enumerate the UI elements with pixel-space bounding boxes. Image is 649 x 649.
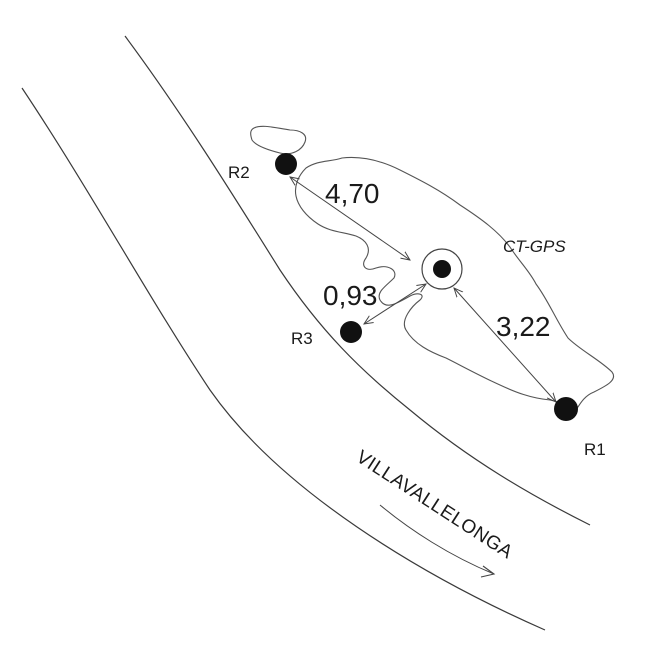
r3-label: R3 [291,329,313,348]
r2-label: R2 [228,163,250,182]
road-edge-right [124,35,591,526]
distance-label-r2: 4,70 [325,178,380,209]
r1-label: R1 [584,440,606,459]
distance-arrow-r2 [290,177,410,260]
distance-label-r1: 3,22 [496,311,551,342]
ct-gps-marker [433,260,451,278]
distance-arrow-r1 [454,288,556,402]
ct-gps-ring [421,248,463,290]
r1-marker [554,397,578,421]
road-edge-left [21,87,546,631]
road-label: VILLAVALLELONGA [352,447,516,564]
distance-arrow-r3 [364,284,426,324]
road-direction-arrow [379,504,495,575]
road-direction-arrowhead [480,565,496,578]
r3-marker [340,321,362,343]
distance-label-r3: 0,93 [323,280,378,311]
small-area-outline [250,125,307,155]
ct-gps-label: CT-GPS [503,237,566,256]
r2-marker [275,153,297,175]
